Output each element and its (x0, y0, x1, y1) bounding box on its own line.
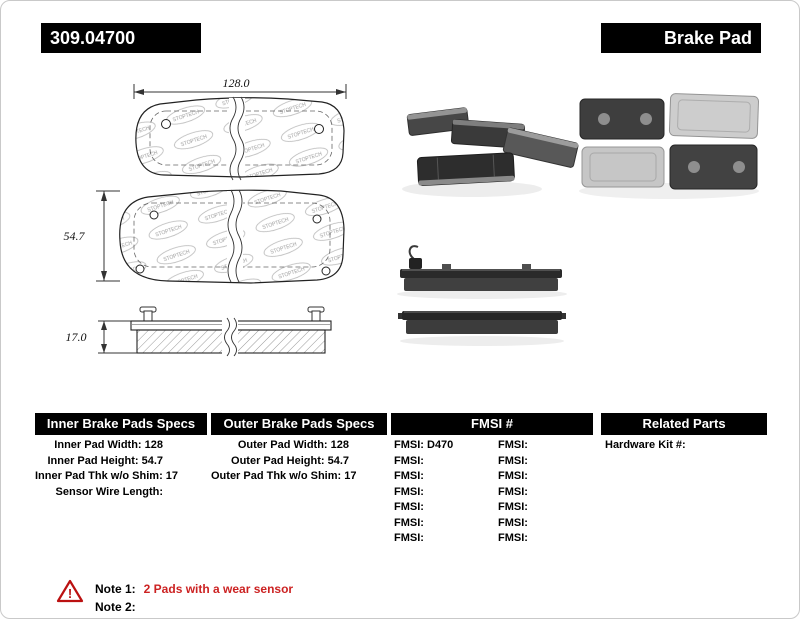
product-photos (397, 93, 759, 346)
fmsi-column-1: FMSI: D470 FMSI: FMSI: FMSI: FMSI: FMSI:… (394, 438, 494, 547)
note-1: Note 1: 2 Pads with a wear sensor (95, 582, 293, 596)
fmsi-row: FMSI: (394, 532, 424, 544)
fmsi-row: FMSI: (394, 501, 424, 513)
warning-triangle-icon: ! (56, 579, 84, 603)
dimension-height: 54.7 (64, 190, 120, 282)
inner-pad-drawing (119, 189, 345, 284)
svg-text:!: ! (68, 586, 72, 601)
note-2: Note 2: (95, 600, 136, 614)
photo-pad-side-sensor (397, 245, 567, 299)
fmsi-row: FMSI: (498, 516, 528, 529)
fmsi-row: FMSI: (394, 454, 424, 467)
dimension-thickness: 17.0 (66, 320, 137, 354)
dimension-width: 128.0 (133, 76, 347, 99)
inner-specs-rows: Inner Pad Width: 128 Inner Pad Height: 5… (35, 438, 179, 500)
note1-text: 2 Pads with a wear sensor (143, 582, 294, 596)
spec-row: Outer Pad Width: 128 (237, 439, 349, 451)
fmsi-row: FMSI: (498, 501, 528, 513)
outer-pad-drawing (135, 96, 345, 181)
spec-row: Outer Pad Height: 54.7 (231, 454, 349, 467)
spec-row: Inner Pad Width: 128 (54, 439, 163, 451)
part-number: 309.04700 (41, 23, 201, 53)
spec-row: Outer Pad Thk w/o Shim: 17 (211, 470, 357, 482)
outer-specs-rows: Outer Pad Width: 128 Outer Pad Height: 5… (211, 438, 357, 485)
fmsi-column-2: FMSI: FMSI: FMSI: FMSI: FMSI: FMSI: FMSI… (498, 438, 593, 547)
related-parts-rows: Hardware Kit #: (605, 438, 765, 454)
spec-row: Inner Pad Height: 54.7 (47, 454, 163, 467)
fmsi-row: FMSI: (498, 454, 528, 467)
height-dim-label: 54.7 (64, 229, 86, 243)
spec-row: Inner Pad Thk w/o Shim: 17 (35, 470, 179, 482)
note1-label: Note 1: (95, 582, 136, 596)
photo-pads-flat (579, 93, 759, 199)
technical-drawing: STOPTECH 128.0 (64, 76, 347, 357)
related-parts-header: Related Parts (601, 413, 767, 435)
side-view-drawing (130, 306, 332, 357)
fmsi-row: FMSI: D470 (394, 439, 454, 451)
spec-row: Sensor Wire Length: (55, 485, 163, 498)
spec-row: Hardware Kit #: (605, 439, 686, 451)
fmsi-header: FMSI # (391, 413, 593, 435)
fmsi-row: FMSI: (394, 470, 424, 482)
photo-pads-angled (402, 107, 579, 197)
fmsi-row: FMSI: (498, 439, 528, 451)
fmsi-row: FMSI: (498, 532, 528, 544)
fmsi-row: FMSI: (394, 485, 424, 498)
fmsi-row: FMSI: (498, 485, 528, 498)
product-type-title: Brake Pad (601, 23, 761, 53)
outer-specs-header: Outer Brake Pads Specs (211, 413, 387, 435)
inner-specs-header: Inner Brake Pads Specs (35, 413, 207, 435)
photo-pad-side-plain (398, 311, 566, 346)
fmsi-row: FMSI: (394, 516, 424, 529)
note2-label: Note 2: (95, 600, 136, 614)
fmsi-row: FMSI: (498, 470, 528, 482)
thickness-dim-label: 17.0 (66, 330, 87, 344)
width-dim-label: 128.0 (223, 76, 250, 90)
